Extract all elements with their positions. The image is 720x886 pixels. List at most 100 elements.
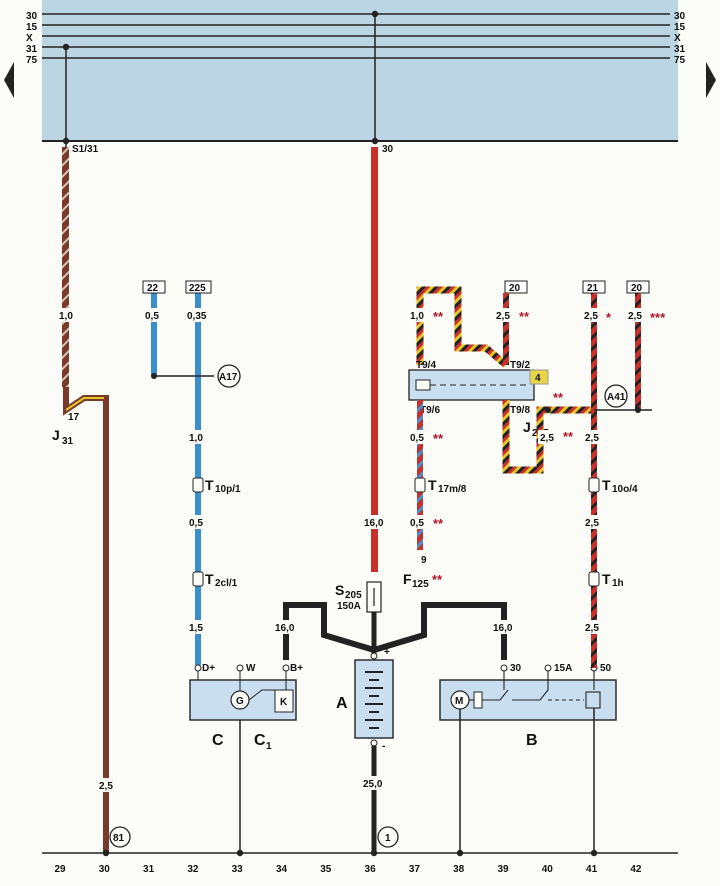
svg-text:***: *** [650, 310, 666, 325]
svg-text:B: B [526, 732, 538, 749]
svg-text:**: ** [563, 429, 574, 444]
svg-text:9: 9 [421, 555, 427, 566]
svg-text:15A: 15A [554, 663, 572, 674]
svg-text:1: 1 [385, 833, 391, 844]
svg-text:T9/4: T9/4 [416, 360, 436, 371]
svg-text:F: F [403, 571, 412, 587]
node-s131: S1/31 [72, 144, 99, 155]
svg-text:**: ** [432, 572, 443, 587]
scale-number: 29 [54, 864, 66, 875]
svg-text:1h: 1h [612, 578, 624, 589]
svg-text:T: T [602, 477, 611, 493]
bus-label: 75 [26, 55, 38, 66]
scale-number: 33 [232, 864, 244, 875]
svg-text:A17: A17 [219, 372, 238, 383]
svg-text:W: W [246, 663, 256, 674]
svg-text:0,5: 0,5 [410, 518, 424, 529]
battery-icon [365, 671, 383, 729]
t10p: T [205, 477, 214, 493]
ground-81 [109, 826, 131, 848]
svg-text:S: S [335, 582, 344, 598]
svg-text:0,5: 0,5 [189, 518, 203, 529]
svg-text:J: J [523, 419, 531, 435]
conn-225 [185, 280, 212, 294]
bus-label: 15 [26, 22, 38, 33]
svg-text:21: 21 [587, 283, 599, 294]
scale-number: 30 [99, 864, 111, 875]
wire-red-blue [417, 400, 423, 550]
scale-number: 41 [586, 864, 598, 875]
svg-text:1,5: 1,5 [189, 623, 203, 634]
wire-yellow-stripe [65, 397, 104, 411]
ground-1 [377, 826, 399, 848]
connector-a41 [604, 384, 628, 408]
svg-text:B+: B+ [290, 663, 303, 674]
svg-text:A41: A41 [607, 392, 626, 403]
scale-number: 37 [409, 864, 421, 875]
svg-text:16,0: 16,0 [493, 623, 513, 634]
svg-text:**: ** [519, 309, 530, 324]
svg-text:10p/1: 10p/1 [215, 484, 241, 495]
svg-text:K: K [280, 697, 288, 708]
svg-text:2cl/1: 2cl/1 [215, 578, 238, 589]
cable-thick [283, 602, 507, 660]
svg-text:A: A [336, 695, 348, 712]
svg-text:1,0: 1,0 [410, 311, 424, 322]
wire-red-black-20 [503, 293, 509, 365]
svg-text:81: 81 [113, 833, 125, 844]
bus-label: 30 [674, 11, 686, 22]
svg-text:205: 205 [345, 590, 362, 601]
scale-number: 39 [497, 864, 509, 875]
bus-label: X [26, 33, 33, 44]
svg-text:T9/6: T9/6 [420, 405, 440, 416]
connector-a17 [217, 364, 241, 388]
svg-text:20: 20 [509, 283, 521, 294]
svg-text:C: C [254, 732, 266, 749]
svg-text:**: ** [553, 390, 564, 405]
scale-number: 34 [276, 864, 288, 875]
svg-text:1: 1 [266, 741, 272, 752]
svg-text:2,5: 2,5 [585, 623, 599, 634]
svg-text:22: 22 [147, 283, 159, 294]
wire-size: 2,5 [99, 781, 113, 792]
svg-text:225: 225 [189, 283, 206, 294]
svg-text:0,5: 0,5 [410, 433, 424, 444]
next-page-arrow-icon[interactable] [706, 62, 716, 98]
scale-number: 42 [630, 864, 642, 875]
svg-text:16,0: 16,0 [275, 623, 295, 634]
scale-number: 40 [542, 864, 554, 875]
svg-text:+: + [384, 647, 390, 658]
svg-text:150A: 150A [337, 601, 361, 612]
wire-brown-s131 [62, 147, 69, 387]
wire-red-yellow [416, 286, 509, 368]
bus-label: X [674, 33, 681, 44]
svg-text:T9/8: T9/8 [510, 405, 530, 416]
svg-text:**: ** [433, 516, 444, 531]
svg-text:16,0: 16,0 [364, 518, 384, 529]
svg-text:2,5: 2,5 [540, 433, 554, 444]
svg-text:C: C [212, 732, 224, 749]
svg-text:20: 20 [631, 283, 643, 294]
svg-text:10o/4: 10o/4 [612, 484, 638, 495]
wire-blue-22 [151, 290, 157, 376]
wire-red-black-20b [635, 293, 641, 410]
bus-label: 30 [26, 11, 38, 22]
svg-text:D+: D+ [202, 663, 215, 674]
svg-text:4: 4 [535, 373, 541, 384]
svg-text:2,5: 2,5 [584, 311, 598, 322]
svg-text:T9/2: T9/2 [510, 360, 530, 371]
conn-22 [142, 280, 166, 294]
svg-text:*: * [606, 310, 612, 325]
svg-text:125: 125 [412, 579, 429, 590]
svg-text:**: ** [433, 431, 444, 446]
t2cl: T [205, 571, 214, 587]
scale-number: 36 [365, 864, 377, 875]
prev-page-arrow-icon[interactable] [4, 62, 14, 98]
wire-size: 1,0 [59, 311, 73, 322]
node-30: 30 [382, 144, 394, 155]
svg-text:25,0: 25,0 [363, 779, 383, 790]
